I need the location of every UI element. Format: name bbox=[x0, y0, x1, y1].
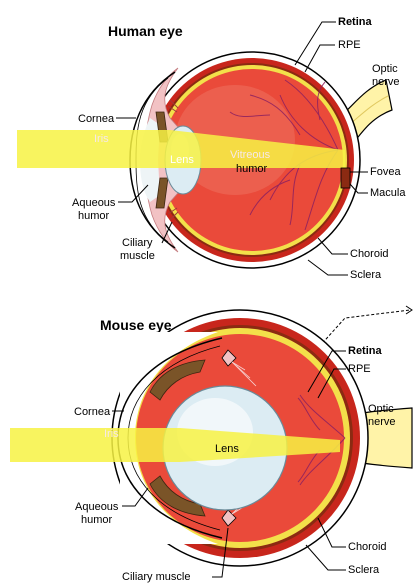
mouse-label-cornea: Cornea bbox=[74, 406, 111, 418]
human-label-cornea: Cornea bbox=[78, 113, 115, 125]
human-eye-title: Human eye bbox=[108, 23, 183, 39]
human-label-aqueous-1: Aqueous bbox=[72, 197, 116, 209]
human-label-optic-2: nerve bbox=[372, 76, 400, 88]
mouse-label-choroid: Choroid bbox=[348, 541, 387, 553]
human-label-vitreous-2: humor bbox=[236, 163, 268, 175]
human-label-macula: Macula bbox=[370, 187, 406, 199]
human-label-ciliary-1: Ciliary bbox=[122, 237, 153, 249]
mouse-label-retina: Retina bbox=[348, 345, 383, 357]
human-label-rpe: RPE bbox=[338, 39, 361, 51]
human-label-retina: Retina bbox=[338, 16, 373, 28]
mouse-label-iris: Iris bbox=[104, 428, 119, 440]
human-label-optic-1: Optic bbox=[372, 63, 398, 75]
mouse-label-ciliary: Ciliary muscle bbox=[122, 571, 190, 583]
human-label-vitreous-1: Vitreous bbox=[230, 149, 271, 161]
mouse-label-lens: Lens bbox=[215, 443, 239, 455]
human-label-sclera: Sclera bbox=[350, 269, 382, 281]
mouse-leader-sclera bbox=[306, 545, 346, 570]
human-label-choroid: Choroid bbox=[350, 248, 389, 260]
mouse-eye-diagram: Mouse eye bbox=[10, 306, 412, 583]
human-fovea-pit bbox=[341, 168, 350, 188]
mouse-label-sclera: Sclera bbox=[348, 564, 380, 576]
mouse-label-aqueous-2: humor bbox=[81, 514, 113, 526]
mouse-label-optic-2: nerve bbox=[368, 416, 396, 428]
human-leader-sclera bbox=[308, 260, 348, 275]
human-leader-retina bbox=[295, 22, 336, 65]
human-label-aqueous-2: humor bbox=[78, 210, 110, 222]
human-label-iris: Iris bbox=[94, 133, 109, 145]
human-label-ciliary-2: muscle bbox=[120, 250, 155, 262]
mouse-label-rpe: RPE bbox=[348, 363, 371, 375]
mouse-label-optic-1: Optic bbox=[368, 403, 394, 415]
human-eye-diagram: Human eye bbox=[17, 16, 406, 281]
human-label-lens: Lens bbox=[170, 154, 194, 166]
mouse-label-aqueous-1: Aqueous bbox=[75, 501, 119, 513]
mouse-eye-title: Mouse eye bbox=[100, 317, 172, 333]
human-label-fovea: Fovea bbox=[370, 166, 401, 178]
